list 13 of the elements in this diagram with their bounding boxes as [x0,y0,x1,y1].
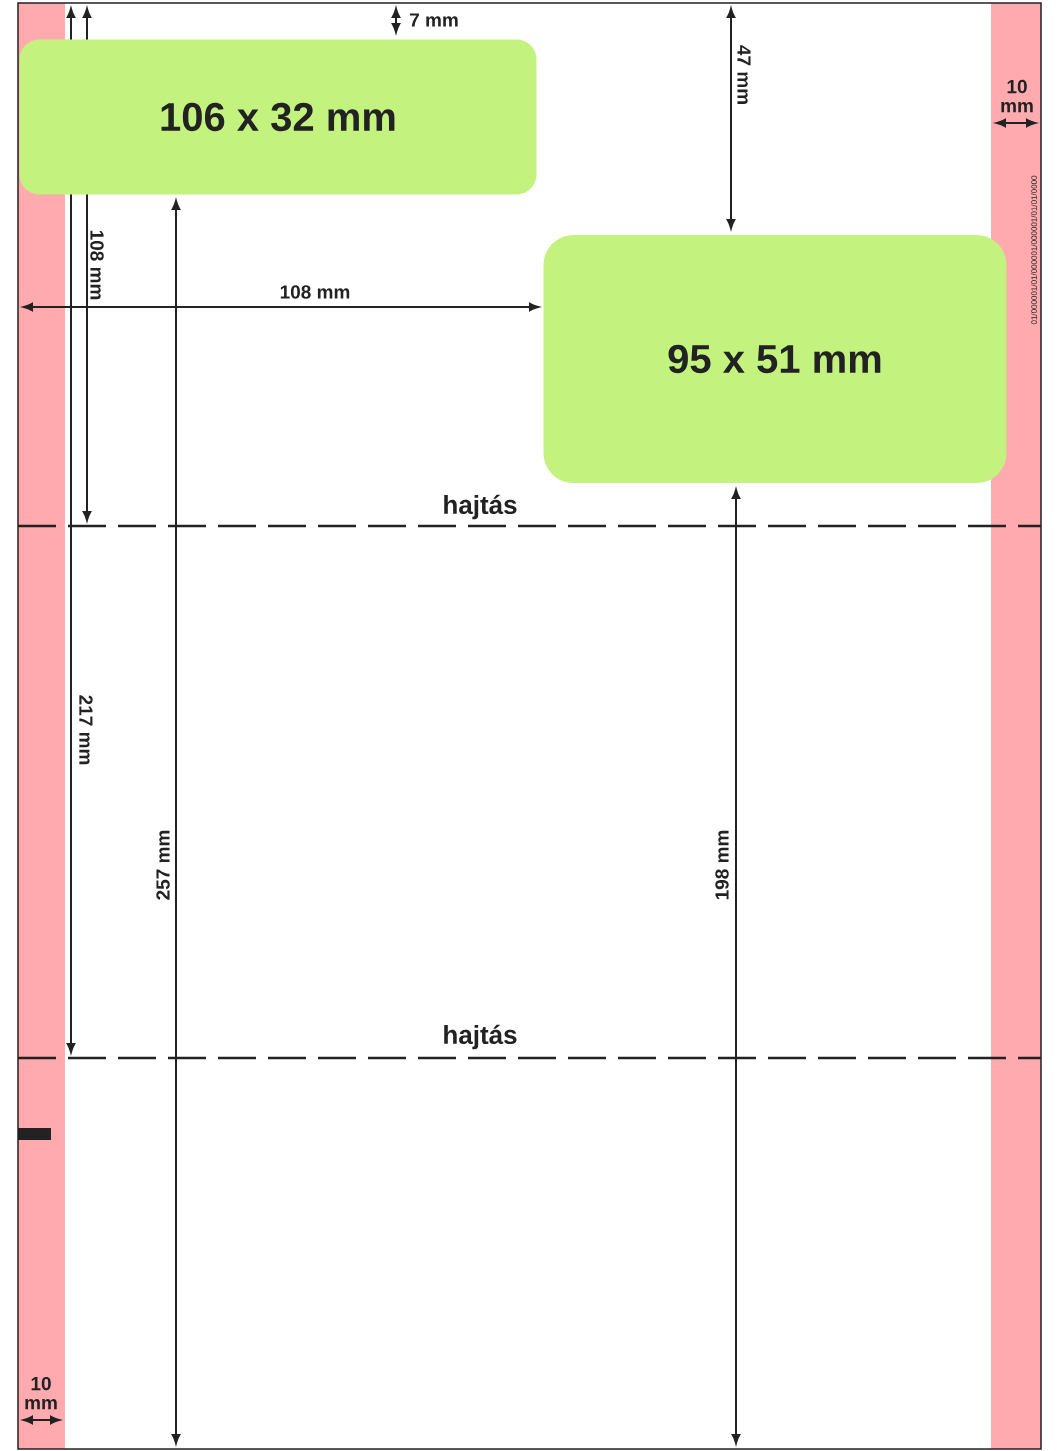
dimension-label: 10 mm [25,1376,57,1410]
dimension-label: 257 mm [156,830,170,900]
dimension-label: 47 mm [737,45,751,104]
label-area: 106 x 32 mm [19,39,537,195]
fold-label: hajtás [444,1024,517,1050]
dimension-label: 10 mm [1001,79,1033,113]
fold-label: hajtás [444,494,517,520]
dimension-label: 198 mm [715,830,729,900]
dimension-label: 217 mm [79,695,93,765]
dimension-label: 108 mm [280,285,350,299]
code-text: 01/000001/01/000001/000001/01/01/0000 [1031,175,1037,325]
label-area: 95 x 51 mm [543,235,1007,483]
dimension-label: 108 mm [90,230,104,300]
